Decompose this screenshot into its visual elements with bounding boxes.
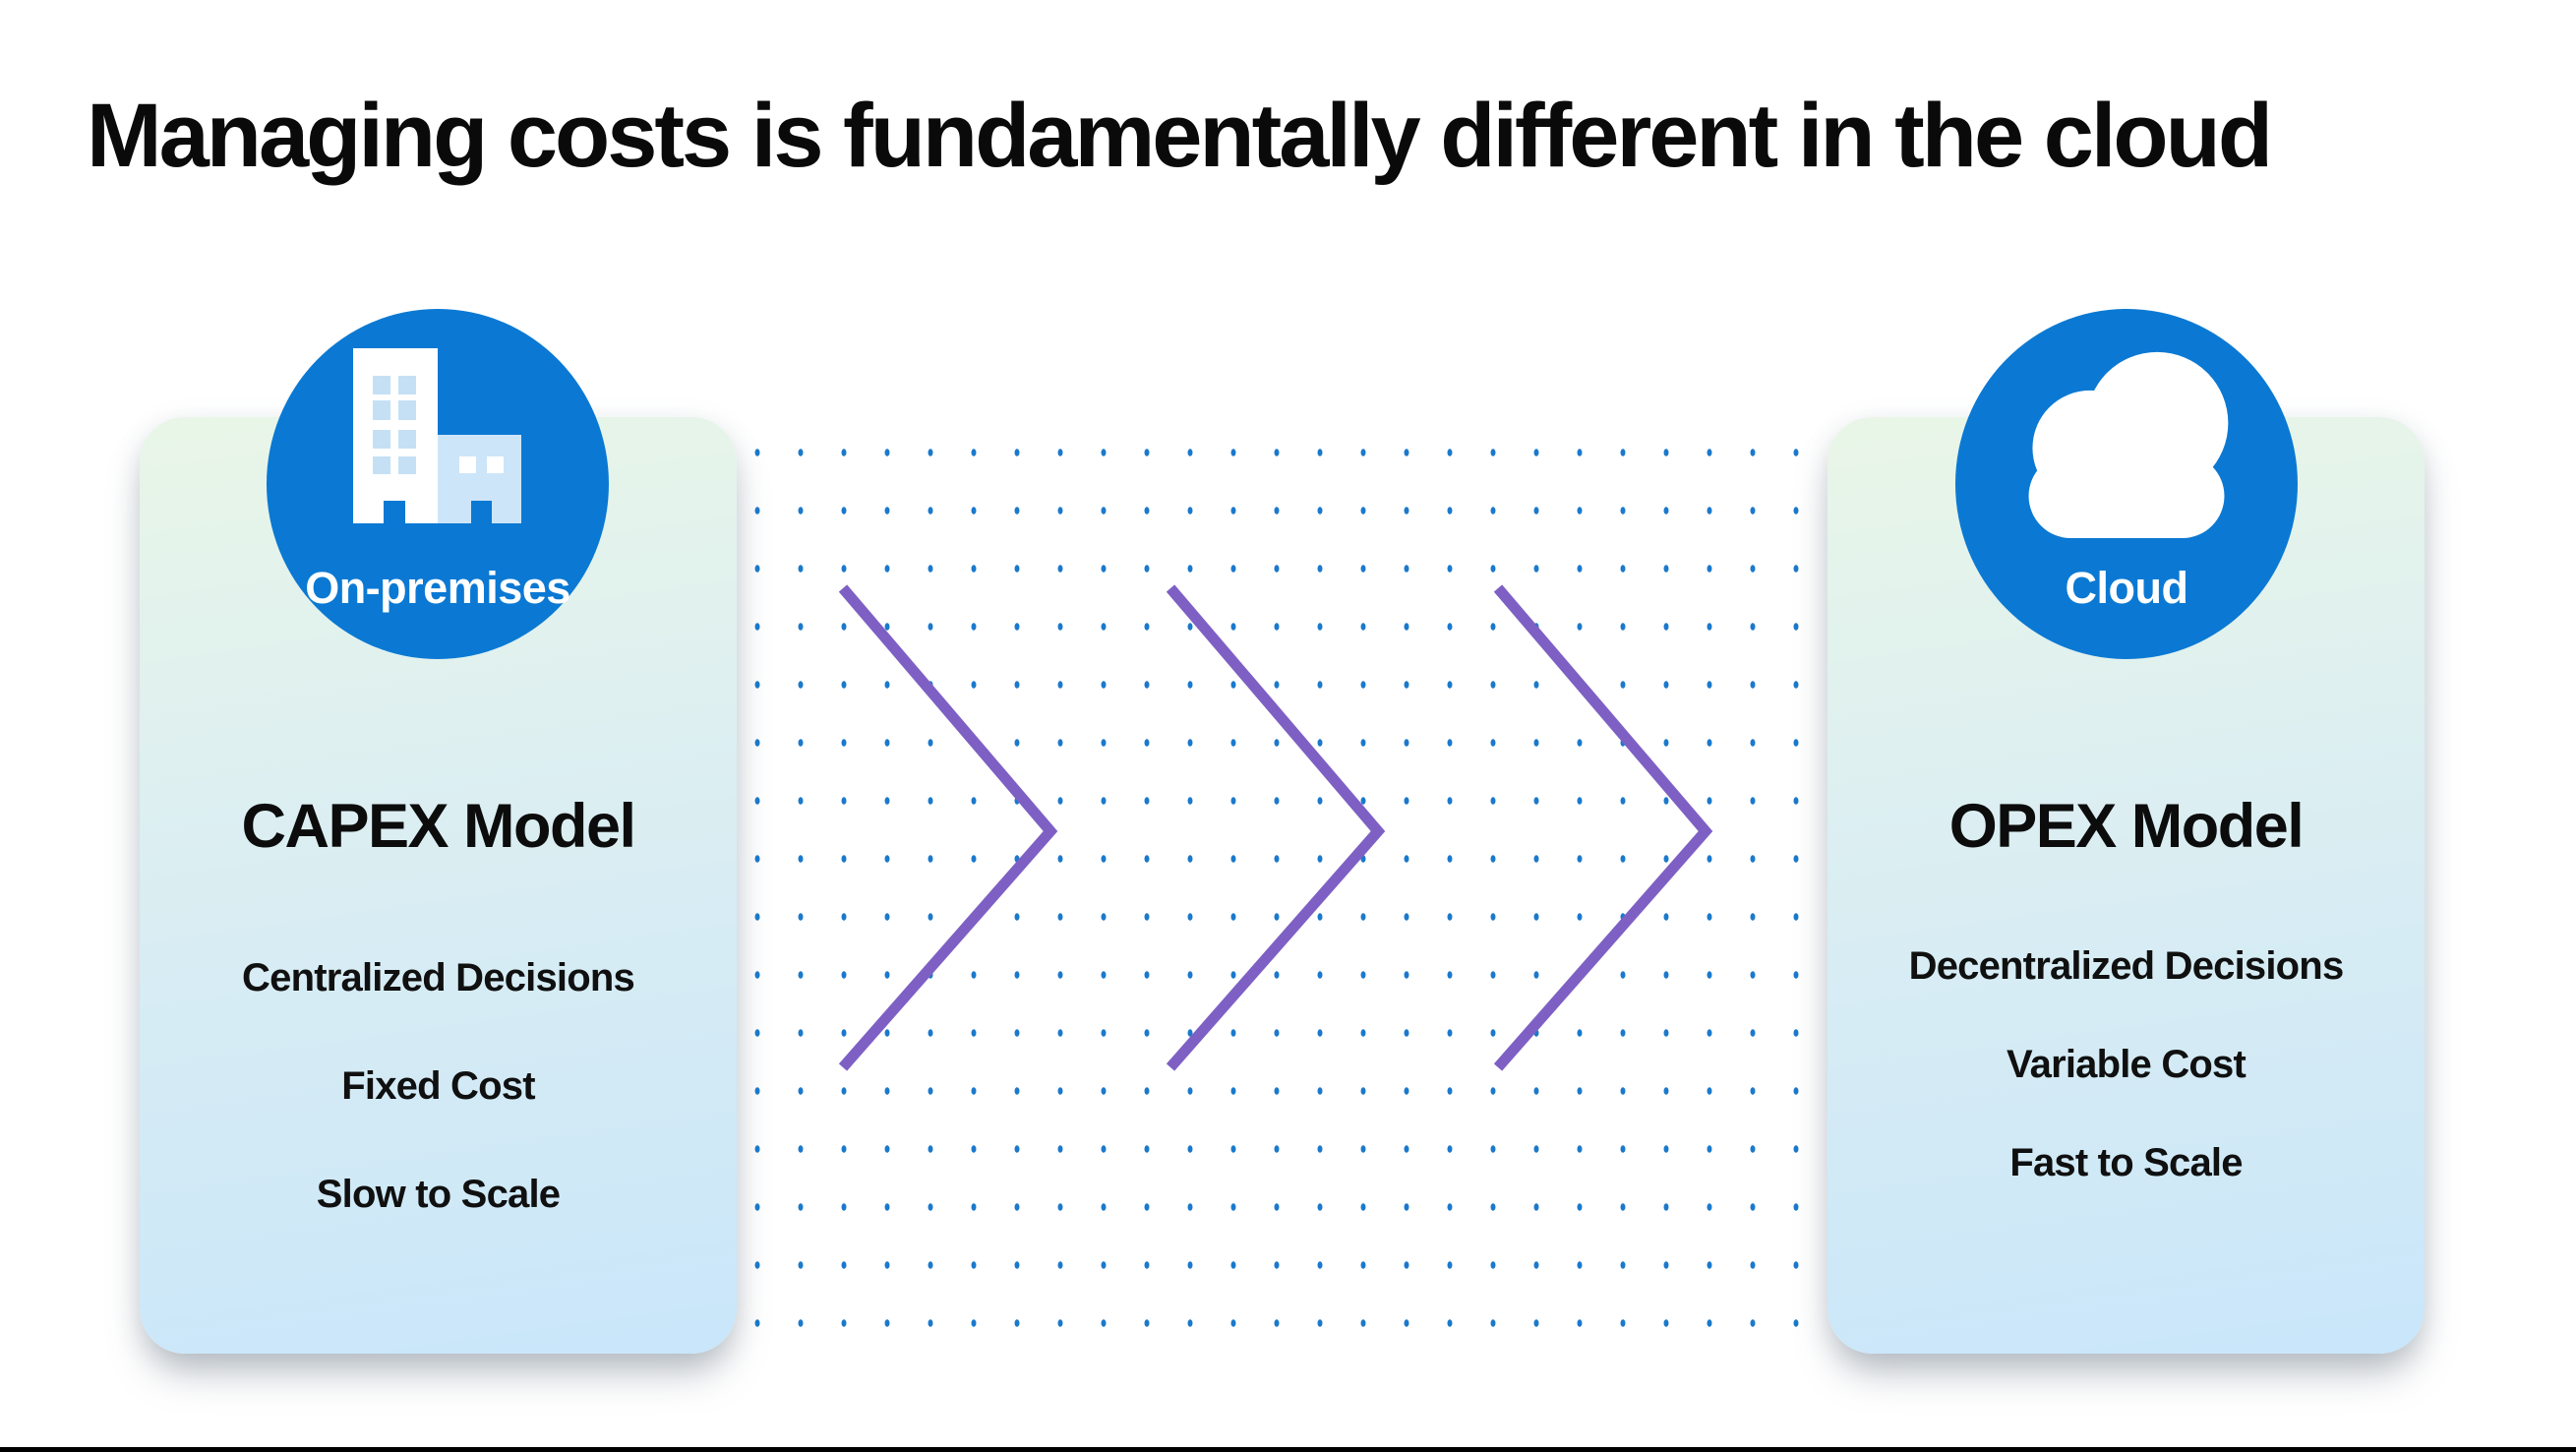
capex-item: Slow to Scale (316, 1173, 561, 1216)
capex-item: Centralized Decisions (242, 956, 635, 999)
opex-heading: OPEX Model (1948, 792, 2305, 861)
chevron-right-icon (1493, 584, 1713, 1071)
cloud-label: Cloud (2065, 563, 2188, 613)
capex-item: Fixed Cost (341, 1064, 535, 1108)
dot-grid-and-chevrons (736, 423, 1827, 1348)
opex-item: Variable Cost (2006, 1043, 2247, 1086)
opex-item: Fast to Scale (2009, 1141, 2243, 1184)
chevron-right-icon (838, 584, 1058, 1071)
dot-grid (736, 423, 1827, 1348)
opex-item: Decentralized Decisions (1908, 944, 2345, 988)
page-title: Managing costs is fundamentally differen… (87, 86, 2273, 186)
building-icon (353, 348, 521, 523)
cloud-card: OPEX Model Decentralized Decisions Varia… (1827, 417, 2425, 1354)
on-premises-card: CAPEX Model Centralized Decisions Fixed … (140, 417, 737, 1354)
chevron-right-icon (1166, 584, 1386, 1071)
on-premises-label: On-premises (305, 563, 570, 613)
on-premises-badge: On-premises (267, 309, 609, 659)
cloud-badge: Cloud (1955, 309, 2298, 659)
bottom-black-bar (0, 1447, 2576, 1452)
capex-heading: CAPEX Model (241, 792, 636, 861)
cloud-icon (2028, 351, 2229, 539)
